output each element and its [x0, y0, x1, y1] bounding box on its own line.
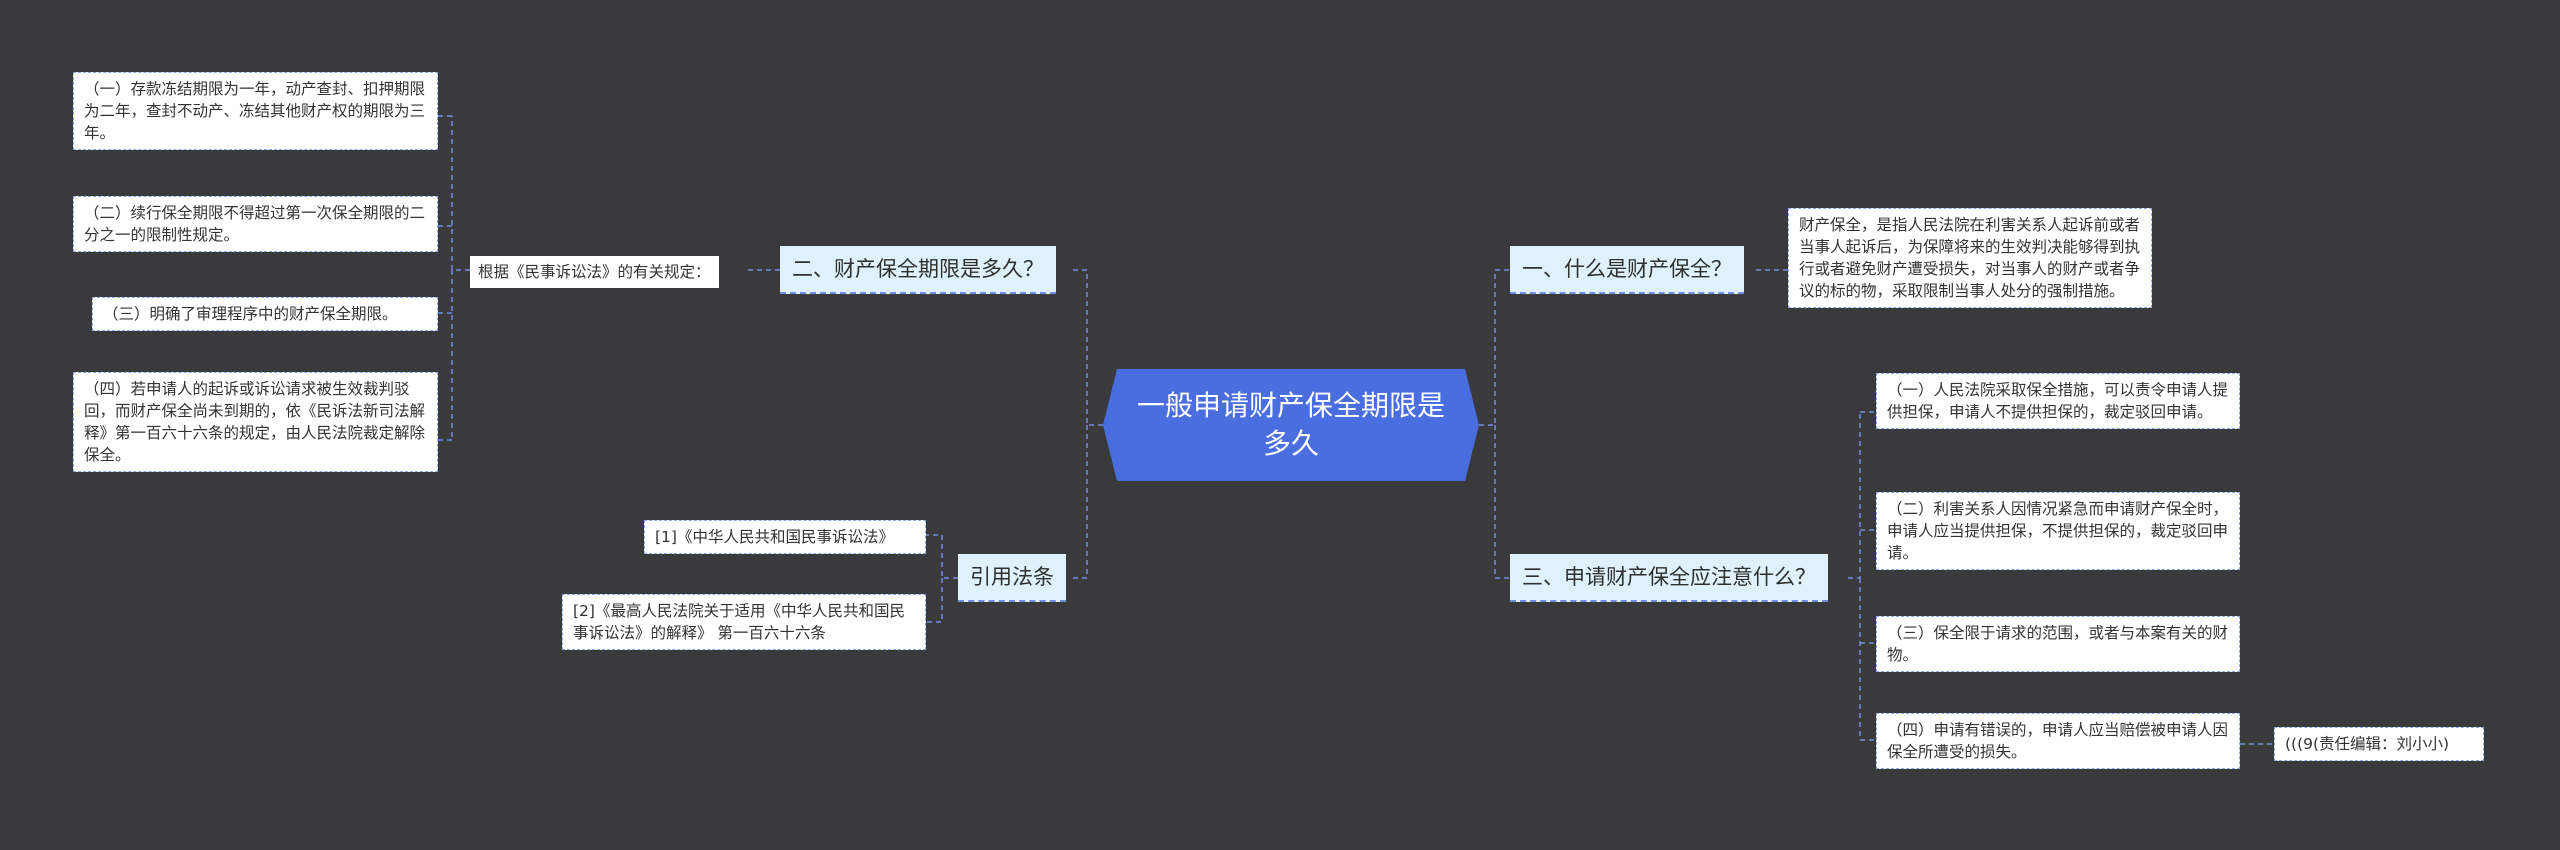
civil-procedure-intro[interactable]: 根据《民事诉讼法》的有关规定：	[470, 256, 719, 288]
item-text: （一）存款冻结期限为一年，动产查封、扣押期限为二年，查封不动产、冻结其他财产权的…	[84, 80, 426, 142]
item-text: 财产保全，是指人民法院在利害关系人起诉前或者当事人起诉后，为保障将来的生效判决能…	[1799, 216, 2141, 300]
item-text: [2]《最高人民法院关于适用《中华人民共和国民事诉讼法》的解释》 第一百六十六条	[573, 602, 905, 642]
period-item-2[interactable]: （二）续行保全期限不得超过第一次保全期限的二分之一的限制性规定。	[73, 196, 438, 252]
item-text: [1]《中华人民共和国民事诉讼法》	[655, 528, 894, 546]
central-topic[interactable]: 一般申请财产保全期限是多久	[1103, 369, 1479, 481]
period-item-1[interactable]: （一）存款冻结期限为一年，动产查封、扣押期限为二年，查封不动产、冻结其他财产权的…	[73, 72, 438, 150]
branch-storage-period[interactable]: 二、财产保全期限是多久？	[780, 246, 1056, 294]
branch-label: 二、财产保全期限是多久？	[792, 257, 1044, 281]
cited-law-1[interactable]: [1]《中华人民共和国民事诉讼法》	[644, 520, 926, 554]
item-text: （四）申请有错误的，申请人应当赔偿被申请人因保全所遭受的损失。	[1887, 721, 2229, 761]
note-item-4[interactable]: （四）申请有错误的，申请人应当赔偿被申请人因保全所遭受的损失。	[1876, 713, 2240, 769]
branch-cited-laws[interactable]: 引用法条	[958, 554, 1066, 602]
note-item-1[interactable]: （一）人民法院采取保全措施，可以责令申请人提供担保，申请人不提供担保的，裁定驳回…	[1876, 373, 2240, 429]
branch-label: 一、什么是财产保全？	[1522, 257, 1732, 281]
preservation-definition[interactable]: 财产保全，是指人民法院在利害关系人起诉前或者当事人起诉后，为保障将来的生效判决能…	[1788, 208, 2152, 308]
item-text: （二）利害关系人因情况紧急而申请财产保全时，申请人应当提供担保，不提供担保的，裁…	[1887, 500, 2229, 562]
branch-application-notes[interactable]: 三、申请财产保全应注意什么？	[1510, 554, 1828, 602]
central-topic-label: 一般申请财产保全期限是多久	[1136, 389, 1445, 460]
item-text: （一）人民法院采取保全措施，可以责令申请人提供担保，申请人不提供担保的，裁定驳回…	[1887, 381, 2229, 421]
branch-label: 引用法条	[970, 565, 1054, 589]
item-text: （二）续行保全期限不得超过第一次保全期限的二分之一的限制性规定。	[84, 204, 426, 244]
item-text: (((9(责任编辑：刘小小)	[2285, 735, 2450, 753]
note-item-2[interactable]: （二）利害关系人因情况紧急而申请财产保全时，申请人应当提供担保，不提供担保的，裁…	[1876, 492, 2240, 570]
intro-text: 根据《民事诉讼法》的有关规定：	[478, 263, 711, 281]
editor-credit[interactable]: (((9(责任编辑：刘小小)	[2274, 727, 2484, 761]
item-text: （三）保全限于请求的范围，或者与本案有关的财物。	[1887, 624, 2229, 664]
item-text: （三）明确了审理程序中的财产保全期限。	[103, 305, 398, 323]
item-text: （四）若申请人的起诉或诉讼请求被生效裁判驳回，而财产保全尚未到期的，依《民诉法新…	[84, 380, 426, 464]
branch-label: 三、申请财产保全应注意什么？	[1522, 565, 1816, 589]
period-item-4[interactable]: （四）若申请人的起诉或诉讼请求被生效裁判驳回，而财产保全尚未到期的，依《民诉法新…	[73, 372, 438, 472]
cited-law-2[interactable]: [2]《最高人民法院关于适用《中华人民共和国民事诉讼法》的解释》 第一百六十六条	[562, 594, 926, 650]
period-item-3[interactable]: （三）明确了审理程序中的财产保全期限。	[92, 297, 438, 331]
branch-what-is-preservation[interactable]: 一、什么是财产保全？	[1510, 246, 1744, 294]
note-item-3[interactable]: （三）保全限于请求的范围，或者与本案有关的财物。	[1876, 616, 2240, 672]
